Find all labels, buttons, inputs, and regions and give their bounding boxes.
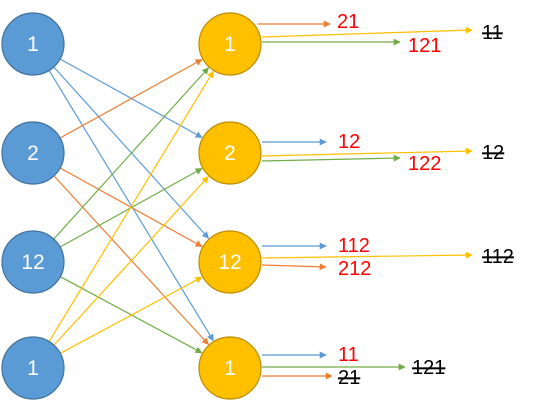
output-node-1-label: 2: [224, 142, 236, 165]
output-arrow-4: [261, 154, 401, 162]
edge-1-to-0: [59, 58, 203, 139]
output-arrow-5: [261, 147, 473, 157]
input-node-0-label: 1: [27, 33, 39, 56]
output-node-3: 1: [198, 336, 262, 400]
input-node-1-label: 2: [27, 142, 39, 165]
input-node-2: 12: [1, 230, 65, 294]
output-arrows: [258, 20, 473, 380]
edge-3-to-2: [60, 276, 203, 354]
output-node-2-label: 12: [218, 251, 241, 274]
output-node-1: 2: [198, 121, 262, 185]
output-arrow-8: [261, 251, 473, 259]
output-node-2: 12: [198, 230, 262, 294]
output-label-9: 11: [338, 344, 359, 366]
output-label-3: 12: [338, 131, 360, 153]
output-label-5: 12: [482, 142, 504, 164]
input-node-1: 2: [1, 121, 65, 185]
output-node-0-label: 1: [224, 33, 236, 56]
output-label-6: 112: [338, 235, 370, 257]
output-label-7: 212: [338, 258, 371, 280]
edge-3-to-0: [48, 70, 214, 342]
output-label-0: 21: [337, 11, 359, 33]
output-label-1: 121: [408, 35, 441, 57]
connection-edges: [48, 58, 214, 354]
output-label-2: 11: [482, 22, 503, 44]
output-node-0: 1: [198, 12, 262, 76]
output-node-3-label: 1: [224, 357, 236, 380]
edge-2-to-0: [53, 67, 210, 240]
output-arrow-7: [261, 263, 327, 271]
output-arrow-2: [261, 26, 473, 38]
input-node-3-label: 1: [27, 357, 39, 380]
output-label-11: 121: [412, 357, 445, 379]
input-node-3: 1: [1, 336, 65, 400]
input-node-2-label: 12: [21, 251, 44, 274]
edge-3-to-1: [53, 176, 209, 346]
input-node-0: 1: [1, 12, 65, 76]
output-label-4: 122: [408, 153, 441, 175]
output-label-10: 21: [338, 367, 360, 389]
output-label-8: 112: [482, 246, 514, 268]
